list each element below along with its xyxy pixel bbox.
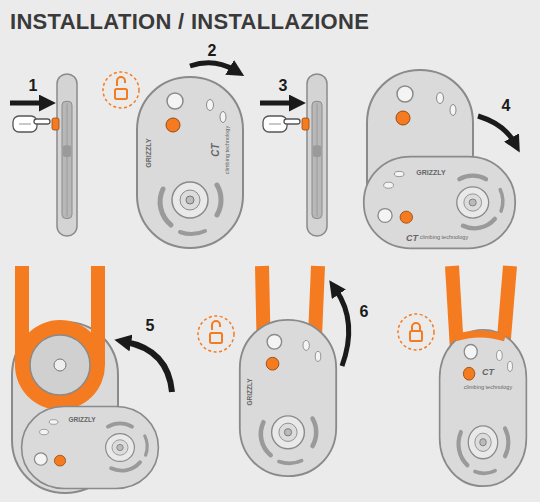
title: INSTALLATION / INSTALLAZIONE	[10, 9, 369, 35]
callout-number: 2	[208, 43, 217, 59]
brand-name: climbing technology	[225, 126, 231, 174]
model-name: GRIZZLY	[247, 378, 254, 405]
brand-logo: CT	[406, 234, 418, 243]
callout-number: 5	[146, 318, 155, 334]
brand-name: climbing technology	[464, 385, 512, 391]
model-name: GRIZZLY	[145, 138, 152, 167]
model-name: GRIZZLY	[416, 169, 445, 176]
brand-logo: CT	[482, 368, 494, 377]
callout-number: 1	[29, 78, 38, 94]
brand-name: climbing technology	[420, 235, 468, 241]
brand-logo: CT	[211, 143, 221, 156]
callout-number: 6	[360, 304, 369, 320]
model-name: GRIZZLY	[68, 417, 95, 424]
callout-number: 4	[502, 98, 511, 114]
callout-number: 3	[279, 78, 288, 94]
